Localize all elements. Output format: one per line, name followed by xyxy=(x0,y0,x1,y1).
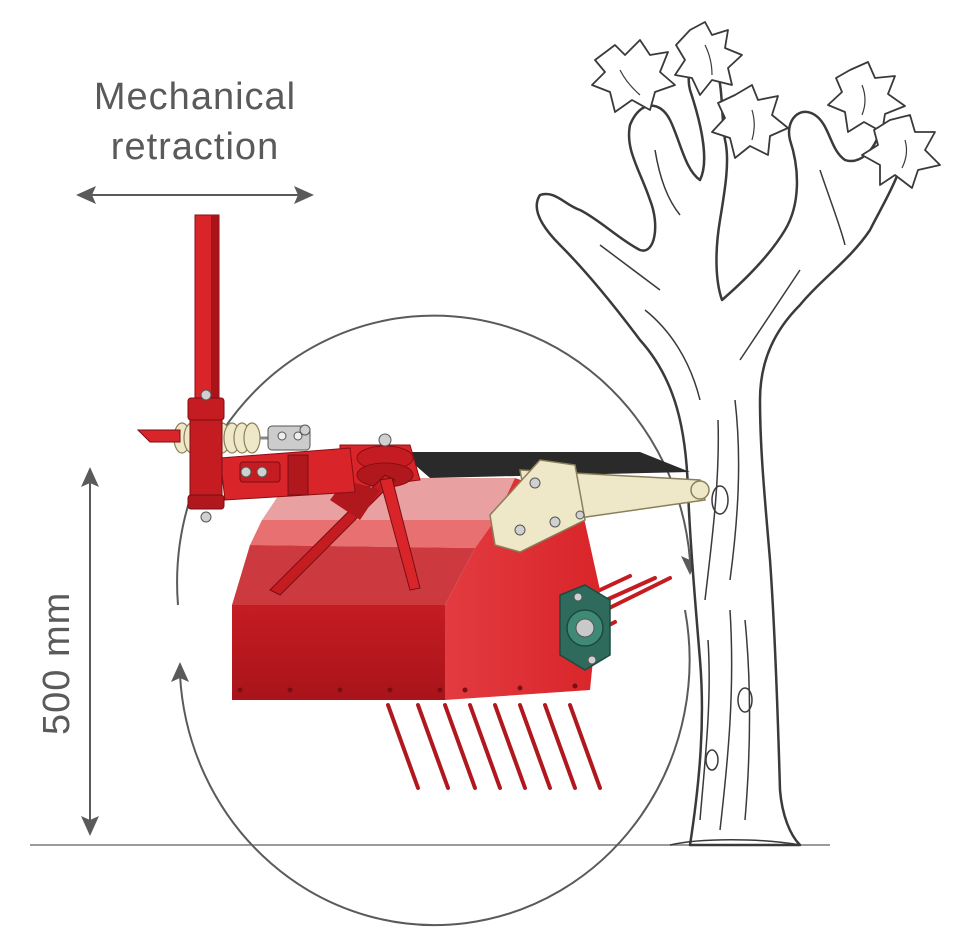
vertical-post xyxy=(187,214,225,523)
horizontal-arm xyxy=(219,447,356,501)
bearing-unit xyxy=(559,584,611,671)
retraction-label-line2: retraction xyxy=(110,126,280,168)
height-arrow-icon xyxy=(81,467,99,836)
vine-trunk xyxy=(535,56,907,847)
mechanical-retraction-label: Mechanical retraction xyxy=(60,72,330,172)
retraction-arrow-icon xyxy=(76,186,314,204)
retraction-spring xyxy=(136,422,311,454)
height-label: 500 mm xyxy=(36,591,78,735)
mounting-bracket xyxy=(269,433,421,596)
vine-leaves xyxy=(591,21,941,189)
tiller-tines-bottom xyxy=(386,703,602,790)
retraction-label-line1: Mechanical xyxy=(93,76,297,118)
sensor-arm xyxy=(489,459,710,553)
